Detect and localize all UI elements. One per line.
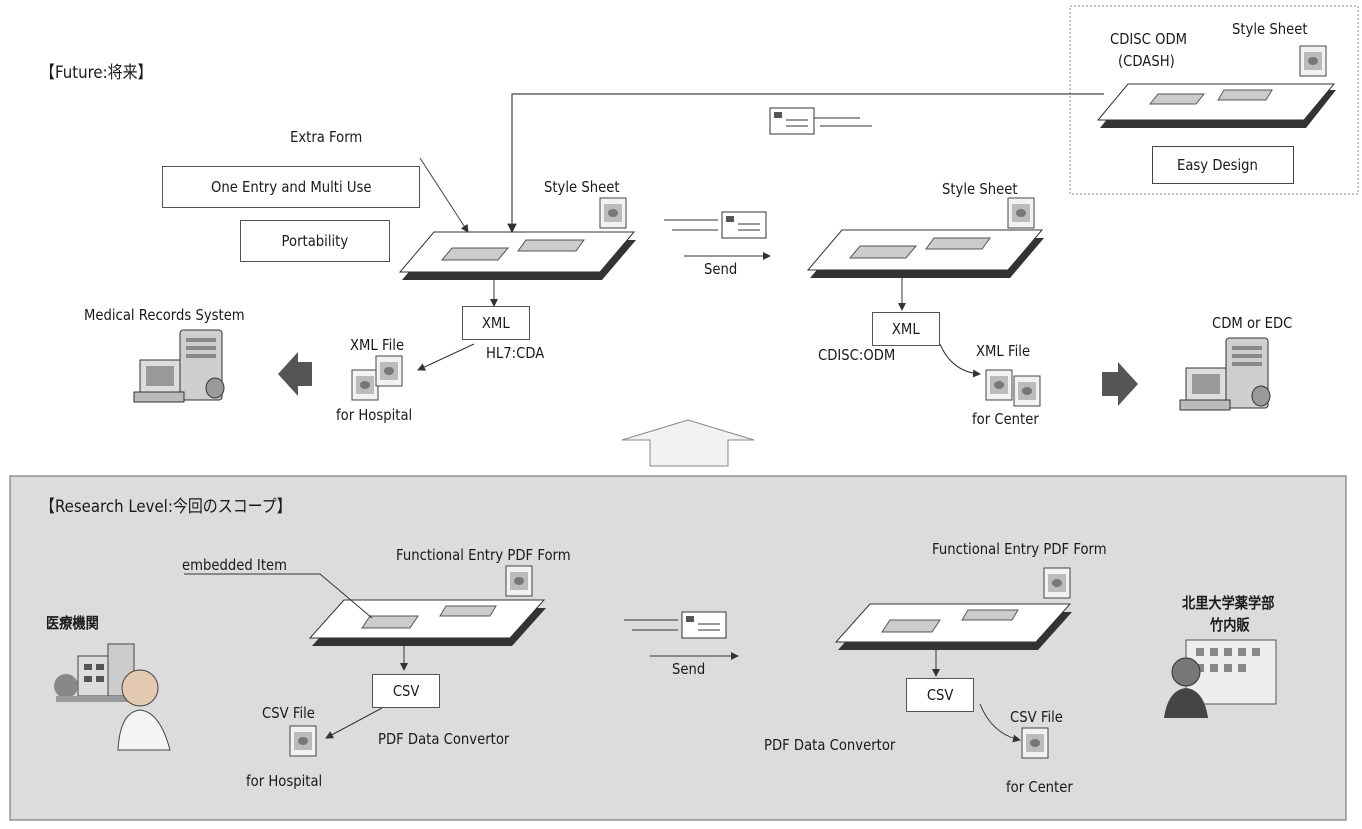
- xml-file-icon-hospital: [352, 370, 378, 400]
- func-form-right-label: Functional Entry PDF Form: [932, 540, 1107, 558]
- university-jp-label-2: 竹内販: [1210, 616, 1250, 634]
- easy-design-tag: Easy Design: [1152, 146, 1294, 184]
- for-hospital-future: for Hospital: [336, 406, 412, 424]
- converter-left-label: PDF Data Convertor: [378, 730, 509, 748]
- cdisc-form-sheet: [1098, 84, 1336, 128]
- style-sheet-icon-right: [1008, 198, 1034, 228]
- cdisc-odm-label: CDISC ODM: [1110, 30, 1187, 48]
- csv-file-right-label: CSV File: [1010, 708, 1063, 726]
- cdisc-odm-caption: CDISC:ODM: [818, 346, 895, 364]
- center-xml-form-sheet: [808, 230, 1044, 278]
- csv-file-icon-hospital: [290, 726, 316, 756]
- for-center-research: for Center: [1006, 778, 1073, 796]
- csv-file-icon-center: [1022, 728, 1048, 758]
- csv-box-left: CSV: [372, 674, 440, 708]
- scope-up-arrow: [622, 420, 754, 466]
- xml-file-icon-center-2: [1014, 376, 1040, 406]
- xml-file-icon-center: [986, 370, 1012, 400]
- hospital-pdf-form-sheet: [310, 600, 546, 646]
- xml-file-left-label: XML File: [350, 336, 404, 354]
- portability-tag: Portability: [240, 220, 390, 262]
- future-title: 【Future:将来】: [40, 64, 153, 82]
- medical-records-server-icon: [134, 330, 224, 402]
- style-sheet-icon-top: [1300, 46, 1326, 76]
- envelope-icon-top: [770, 108, 872, 134]
- converter-right-label: PDF Data Convertor: [764, 736, 895, 754]
- style-sheet-right-label: Style Sheet: [942, 180, 1018, 198]
- pdf-icon-left: [506, 566, 532, 596]
- for-hospital-research: for Hospital: [246, 772, 322, 790]
- send-label-research: Send: [672, 660, 705, 678]
- center-pdf-form-sheet: [836, 604, 1072, 650]
- xml-file-right-label: XML File: [976, 342, 1030, 360]
- embedded-item-label: embedded Item: [182, 556, 287, 574]
- extra-form-label: Extra Form: [290, 128, 362, 146]
- cdm-edc-server-icon: [1180, 338, 1270, 410]
- style-sheet-top-label: Style Sheet: [1232, 20, 1308, 38]
- right-dark-arrow: [1102, 362, 1138, 406]
- csv-file-left-label: CSV File: [262, 704, 315, 722]
- style-sheet-left-label: Style Sheet: [544, 178, 620, 196]
- csv-box-right: CSV: [906, 678, 974, 712]
- pdf-icon-right: [1044, 568, 1070, 598]
- cdash-label: (CDASH): [1118, 52, 1175, 70]
- hl7-label: HL7:CDA: [486, 344, 544, 362]
- for-center-future: for Center: [972, 410, 1039, 428]
- func-form-left-label: Functional Entry PDF Form: [396, 546, 571, 564]
- university-jp-label-1: 北里大学薬学部: [1182, 594, 1274, 612]
- xml-box-left: XML: [462, 306, 530, 340]
- research-panel: [10, 476, 1346, 820]
- xml-box-right: XML: [872, 312, 940, 346]
- hospital-xml-form-sheet: [400, 232, 636, 280]
- hospital-jp-label: 医療機関: [46, 614, 99, 632]
- envelope-icon-send: [664, 212, 766, 238]
- cdm-edc-label: CDM or EDC: [1212, 314, 1292, 332]
- one-entry-tag: One Entry and Multi Use: [162, 166, 420, 208]
- medical-records-label: Medical Records System: [84, 306, 245, 324]
- research-title: 【Research Level:今回のスコープ】: [40, 498, 292, 516]
- xml-file-icon-hospital-2: [376, 356, 402, 386]
- send-label-future: Send: [704, 260, 737, 278]
- style-sheet-icon-left: [600, 198, 626, 228]
- left-dark-arrow: [278, 352, 312, 396]
